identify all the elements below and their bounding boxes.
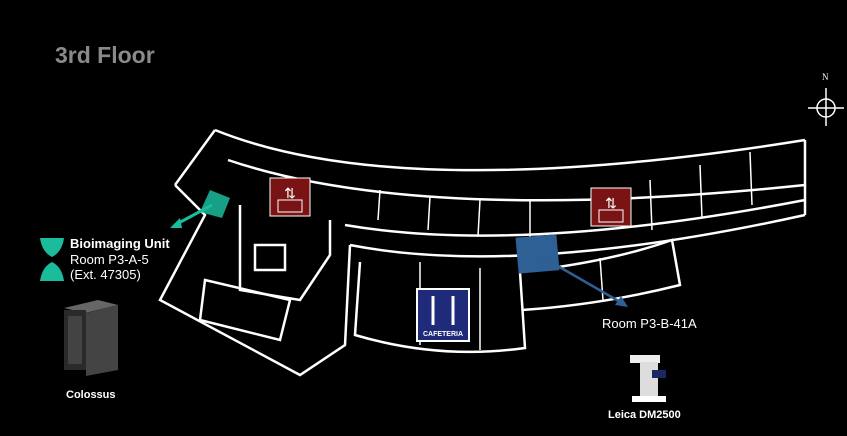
cafeteria-label: CAFETERIA	[423, 331, 463, 338]
svg-text:⇅: ⇅	[284, 185, 296, 201]
hourglass-icon	[40, 238, 64, 281]
microscope-label: Leica DM2500	[608, 409, 681, 421]
microscope-arrow	[536, 252, 623, 305]
floor-title: 3rd Floor	[55, 42, 155, 68]
compass-north-label: N	[822, 72, 829, 82]
bioimaging-room: Room P3-A-5	[70, 252, 149, 267]
colossus-label: Colossus	[66, 389, 116, 401]
compass-rose: N	[808, 72, 844, 126]
bioimaging-extension: (Ext. 47305)	[70, 267, 141, 282]
bioimaging-arrowhead	[170, 218, 182, 228]
floor-plan-walls	[158, 128, 807, 377]
bioimaging-room-highlight[interactable]	[200, 190, 230, 218]
server-tower-image	[64, 300, 118, 376]
bioimaging-arrow	[174, 203, 213, 227]
elevator-icon: ⇅	[269, 177, 311, 217]
svg-text:⇅: ⇅	[605, 195, 617, 211]
elevator-icon: ⇅	[590, 187, 632, 227]
bioimaging-unit-name: Bioimaging Unit	[70, 236, 170, 251]
microscope-image	[630, 355, 666, 402]
microscope-room-label: Room P3-B-41A	[602, 316, 697, 331]
cafeteria-icon: CAFETERIA	[416, 288, 470, 342]
microscope-arrowhead	[615, 296, 628, 307]
